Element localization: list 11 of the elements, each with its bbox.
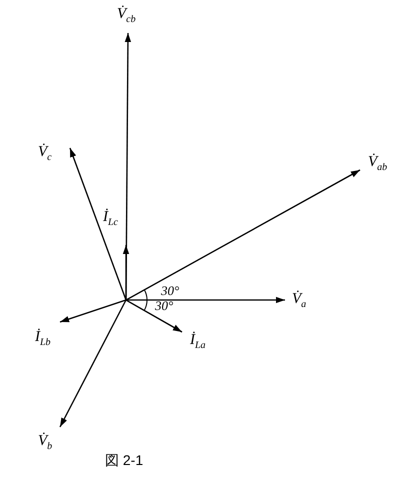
angle-label: 30° [161,284,180,298]
phasor-label: V̇$_{b}$ [38,432,52,454]
phasor-label: İ$_{Lc}$ [103,208,118,230]
phasor-label: İ$_{La}$ [190,331,206,353]
angle-label: 30° [155,299,174,313]
phasor-label: V̇$_{a}$ [292,290,306,312]
phasor-label: V̇$_{cb}$ [117,5,136,27]
figure-caption: 図 2-1 [105,452,144,470]
phasor-label: V̇$_{ab}$ [368,153,388,175]
phasor-label: V̇$_{c}$ [38,143,52,165]
phasor-label: İ$_{Lb}$ [35,328,51,350]
